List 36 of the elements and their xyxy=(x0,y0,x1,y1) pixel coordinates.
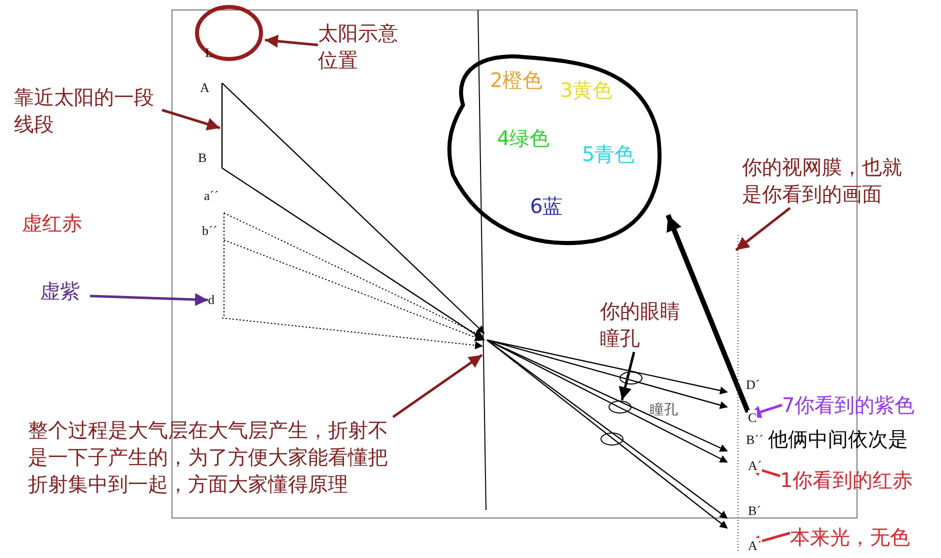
point-letter: B´´ xyxy=(746,432,764,447)
pupil-ellipse xyxy=(608,400,632,414)
arrow xyxy=(90,293,208,306)
annotation-text: 靠近太阳的一段线段 xyxy=(14,84,162,138)
point-letter: D´ xyxy=(746,377,760,392)
annotation-text: 你的眼睛瞳孔 xyxy=(600,298,686,352)
annotation-text: 太阳示意位置 xyxy=(318,20,408,74)
point-letter: A xyxy=(200,80,210,95)
annotation-text: 虚红赤 xyxy=(22,210,82,237)
pupil-ellipse xyxy=(600,432,624,446)
color-label: 3黄色 xyxy=(560,77,613,104)
sun-circle xyxy=(193,3,265,63)
point-letter: d xyxy=(208,292,214,307)
arrow xyxy=(666,214,750,413)
color-label: 2橙色 xyxy=(490,67,543,94)
point-letter: B xyxy=(198,150,207,165)
point-letter: a´´ xyxy=(204,188,218,203)
retina-line xyxy=(736,235,740,553)
point-letter: C xyxy=(748,410,757,425)
arrow xyxy=(392,354,483,418)
color-label: 5青色 xyxy=(582,141,635,168)
color-label: 6蓝 xyxy=(530,193,563,220)
arrow xyxy=(618,352,636,400)
annotation-text: 虚紫 xyxy=(40,278,90,305)
point-letter: b´´ xyxy=(202,223,218,238)
pupil-label: 瞳孔 xyxy=(650,403,678,418)
point-letter: B´ xyxy=(748,503,761,518)
color-label: 4绿色 xyxy=(497,125,550,152)
arrow xyxy=(264,34,318,48)
pupil-ellipse xyxy=(619,371,643,385)
point-letter: A´ xyxy=(748,458,762,473)
arrow xyxy=(735,207,791,251)
arrow xyxy=(162,108,220,130)
point-letter: A´ xyxy=(748,538,762,553)
annotation-text: 他俩中间依次是 xyxy=(768,426,908,453)
annotation-text: 本来光，无色 xyxy=(790,524,920,551)
